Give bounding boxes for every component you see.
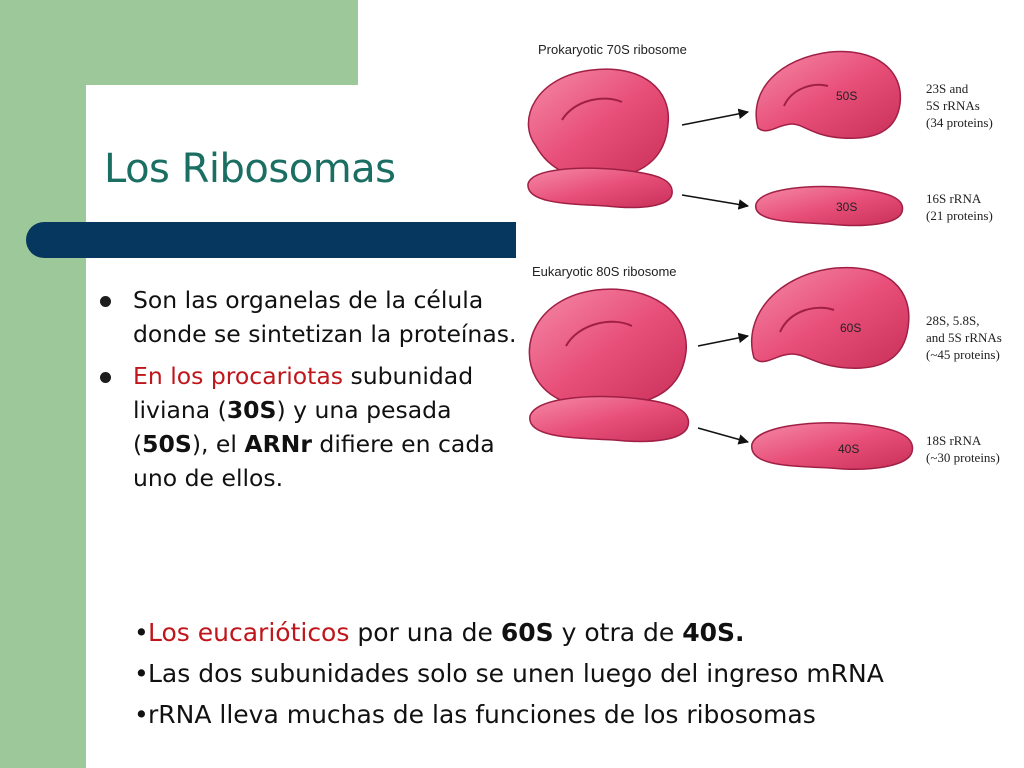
- label-60s: 60S: [840, 321, 861, 335]
- note-40s: 18S rRNA (~30 proteins): [926, 433, 1000, 465]
- prokaryotic-30s-subunit: 30S: [755, 185, 904, 227]
- left-green-band: [0, 0, 86, 768]
- bullet-text: Son las organelas de la célula donde se …: [133, 286, 517, 348]
- ribosome-diagram: 50S 30S 60S 40S: [527, 50, 914, 470]
- summary-text: rRNA lleva muchas de las funciones de lo…: [148, 700, 816, 729]
- summary-highlight: Los eucarióticos: [148, 618, 350, 647]
- bullet-text: ) y una pesada (: [133, 396, 452, 458]
- arrow-60s: [697, 332, 750, 347]
- eukaryotic-80s-ribosome: [528, 288, 690, 443]
- bold-term: ARNr: [244, 430, 312, 458]
- eukaryotic-60s-subunit: 60S: [751, 266, 910, 369]
- bullet-item: En los procariotas subunidad liviana (30…: [100, 359, 520, 495]
- arrow-40s: [697, 427, 750, 445]
- summary-list: •Los eucarióticos por una de 60S y otra …: [134, 612, 1004, 735]
- top-green-block: [0, 0, 358, 85]
- note-60s: 28S, 5.8S, and 5S rRNAs (~45 proteins): [926, 313, 1002, 362]
- summary-text: y otra de: [553, 618, 683, 647]
- ribosome-figure: Prokaryotic 70S ribosome Eukaryotic 80S …: [522, 28, 1020, 486]
- summary-text: por una de: [349, 618, 501, 647]
- prokaryotic-50s-subunit: 50S: [755, 50, 902, 140]
- label-30s: 30S: [836, 200, 857, 214]
- bullet-text: difiere en cada uno de ellos.: [133, 430, 495, 492]
- eukaryotic-40s-subunit: 40S: [751, 422, 914, 470]
- prokaryotic-70s-ribosome: [527, 68, 673, 209]
- summary-item: •Los eucarióticos por una de 60S y otra …: [134, 612, 1004, 653]
- eukaryotic-title: Eukaryotic 80S ribosome: [532, 264, 677, 279]
- arrow-30s: [681, 194, 750, 210]
- bold-term: 40S.: [682, 618, 745, 647]
- bullet-list: Son las organelas de la célula donde se …: [100, 283, 520, 503]
- bullet-dot: •: [134, 700, 149, 729]
- label-40s: 40S: [838, 442, 859, 456]
- bullet-text: ), el: [191, 430, 245, 458]
- label-50s: 50S: [836, 89, 857, 103]
- bullet-highlight: En los procariotas: [133, 362, 344, 390]
- summary-item: •rRNA lleva muchas de las funciones de l…: [134, 694, 1004, 735]
- bullet-item: Son las organelas de la célula donde se …: [100, 283, 520, 351]
- arrow-50s: [681, 108, 750, 126]
- bullet-dot: •: [134, 618, 149, 647]
- bold-term: 30S: [226, 396, 277, 424]
- summary-text: Las dos subunidades solo se unen luego d…: [148, 659, 884, 688]
- bullet-dot: •: [134, 659, 149, 688]
- summary-item: •Las dos subunidades solo se unen luego …: [134, 653, 1004, 694]
- bold-term: 50S: [142, 430, 192, 458]
- bullet-text: subunidad liviana (: [133, 362, 474, 424]
- note-50s: 23S and 5S rRNAs (34 proteins): [926, 81, 993, 130]
- prokaryotic-title: Prokaryotic 70S ribosome: [538, 42, 687, 57]
- slide-title: Los Ribosomas: [104, 146, 396, 192]
- note-30s: 16S rRNA (21 proteins): [926, 191, 993, 223]
- title-underline-bar: [26, 222, 516, 258]
- bold-term: 60S: [500, 618, 554, 647]
